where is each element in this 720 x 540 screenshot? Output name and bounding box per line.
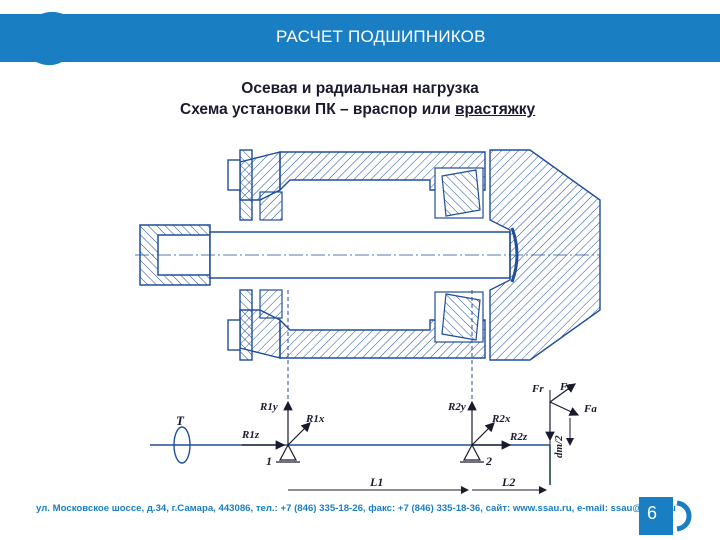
page-title: РАСЧЕТ ПОДШИПНИКОВ: [276, 27, 486, 46]
label-l1: L1: [369, 475, 383, 489]
label-fr: Fr: [531, 383, 544, 395]
label-r2z: R2z: [509, 431, 528, 443]
bevel-gear: [489, 149, 601, 361]
label-ft: Ft: [559, 381, 571, 393]
footer-address: ул. Московское шоссе, д.34, г.Самара, 44…: [36, 503, 676, 514]
label-dm2: dm/2: [553, 435, 565, 458]
force-scheme: [150, 383, 580, 494]
bearing-right: [434, 167, 484, 343]
label-r2x: R2x: [491, 413, 511, 425]
label-torque: T: [176, 413, 185, 428]
label-support-1: 1: [266, 454, 272, 468]
bearing-assembly-drawing: T R1y R1x R1z R2y R2x R2z 1 2 L1 L2 Fr F…: [135, 149, 601, 494]
university-logo-icon: [32, 11, 68, 66]
label-support-2: 2: [485, 454, 492, 468]
page-number: 6: [647, 503, 658, 523]
subtitle-line2-underlined: врастяжку: [454, 101, 536, 118]
label-r1x: R1x: [305, 413, 325, 425]
label-fa: Fa: [583, 403, 597, 415]
subtitle-line2-prefix: Схема установки ПК – враспор или: [180, 101, 455, 118]
label-r1y: R1y: [259, 401, 278, 413]
page-number-badge: [639, 497, 692, 535]
label-r1z: R1z: [241, 429, 260, 441]
subtitle-line2: Схема установки ПК – враспор или врастяж…: [180, 101, 535, 119]
header-bar: [0, 14, 720, 62]
label-r2y: R2y: [447, 401, 466, 413]
subtitle-line1: Осевая и радиальная нагрузка: [241, 80, 479, 97]
bearing-left: [259, 191, 283, 319]
label-l2: L2: [501, 475, 515, 489]
